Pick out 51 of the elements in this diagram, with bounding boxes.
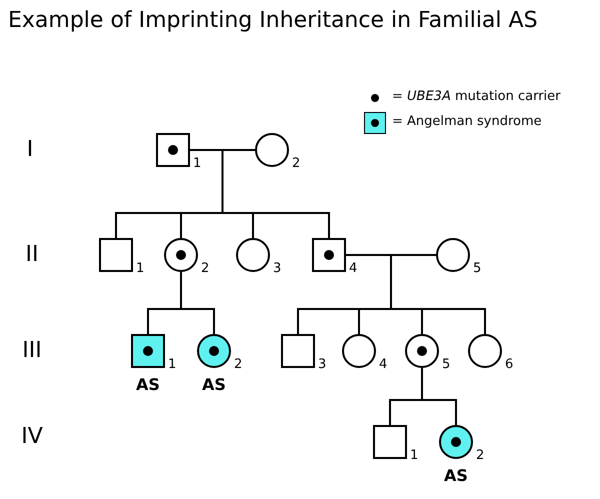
individual-number: 4	[349, 262, 358, 276]
generation-label: I	[26, 138, 34, 162]
female-circle	[255, 133, 289, 167]
carrier-dot	[209, 346, 219, 356]
female-circle	[164, 238, 198, 272]
female-circle	[236, 238, 270, 272]
individual-number: 1	[410, 449, 418, 463]
female-circle	[342, 334, 376, 368]
individual-number: 5	[442, 358, 450, 372]
generation-label: IV	[21, 425, 43, 449]
individual-number: 2	[201, 262, 210, 276]
diagnosis-label: AS	[202, 376, 226, 394]
female-circle	[197, 334, 231, 368]
carrier-dot	[168, 145, 178, 155]
individual-number: 2	[234, 358, 242, 372]
male-square	[312, 238, 346, 272]
diagnosis-label: AS	[136, 376, 160, 394]
female-circle	[468, 334, 502, 368]
carrier-dot	[176, 250, 186, 260]
carrier-dot	[417, 346, 427, 356]
pedigree-line	[421, 368, 457, 425]
individual-number: 1	[136, 262, 144, 276]
male-square	[281, 334, 315, 368]
individual-number: 1	[193, 157, 202, 171]
generation-label: II	[26, 243, 38, 267]
male-square	[99, 238, 133, 272]
male-square	[156, 133, 190, 167]
generation-label: III	[22, 339, 42, 363]
individual-number: 2	[476, 449, 484, 463]
carrier-dot	[451, 437, 461, 447]
legend-text: = Angelman syndrome	[392, 114, 542, 129]
individual-number: 6	[505, 358, 514, 372]
carrier-dot	[324, 250, 334, 260]
individual-number: 2	[292, 157, 300, 171]
individual-number: 1	[168, 358, 176, 372]
male-square	[131, 334, 165, 368]
individual-number: 5	[473, 262, 482, 276]
individual-number: 3	[273, 262, 282, 276]
legend-text: = UBE3A mutation carrier	[392, 89, 561, 104]
carrier-dot	[143, 346, 153, 356]
pedigree-line	[222, 149, 330, 238]
diagram-title: Example of Imprinting Inheritance in Familial AS	[8, 8, 538, 33]
female-circle	[405, 334, 439, 368]
pedigree-line	[180, 272, 215, 334]
individual-number: 3	[318, 358, 326, 372]
female-circle	[439, 425, 473, 459]
individual-number: 4	[379, 358, 388, 372]
female-circle	[436, 238, 470, 272]
male-square	[373, 425, 407, 459]
diagnosis-label: AS	[444, 467, 468, 485]
pedigree-line	[390, 254, 486, 334]
